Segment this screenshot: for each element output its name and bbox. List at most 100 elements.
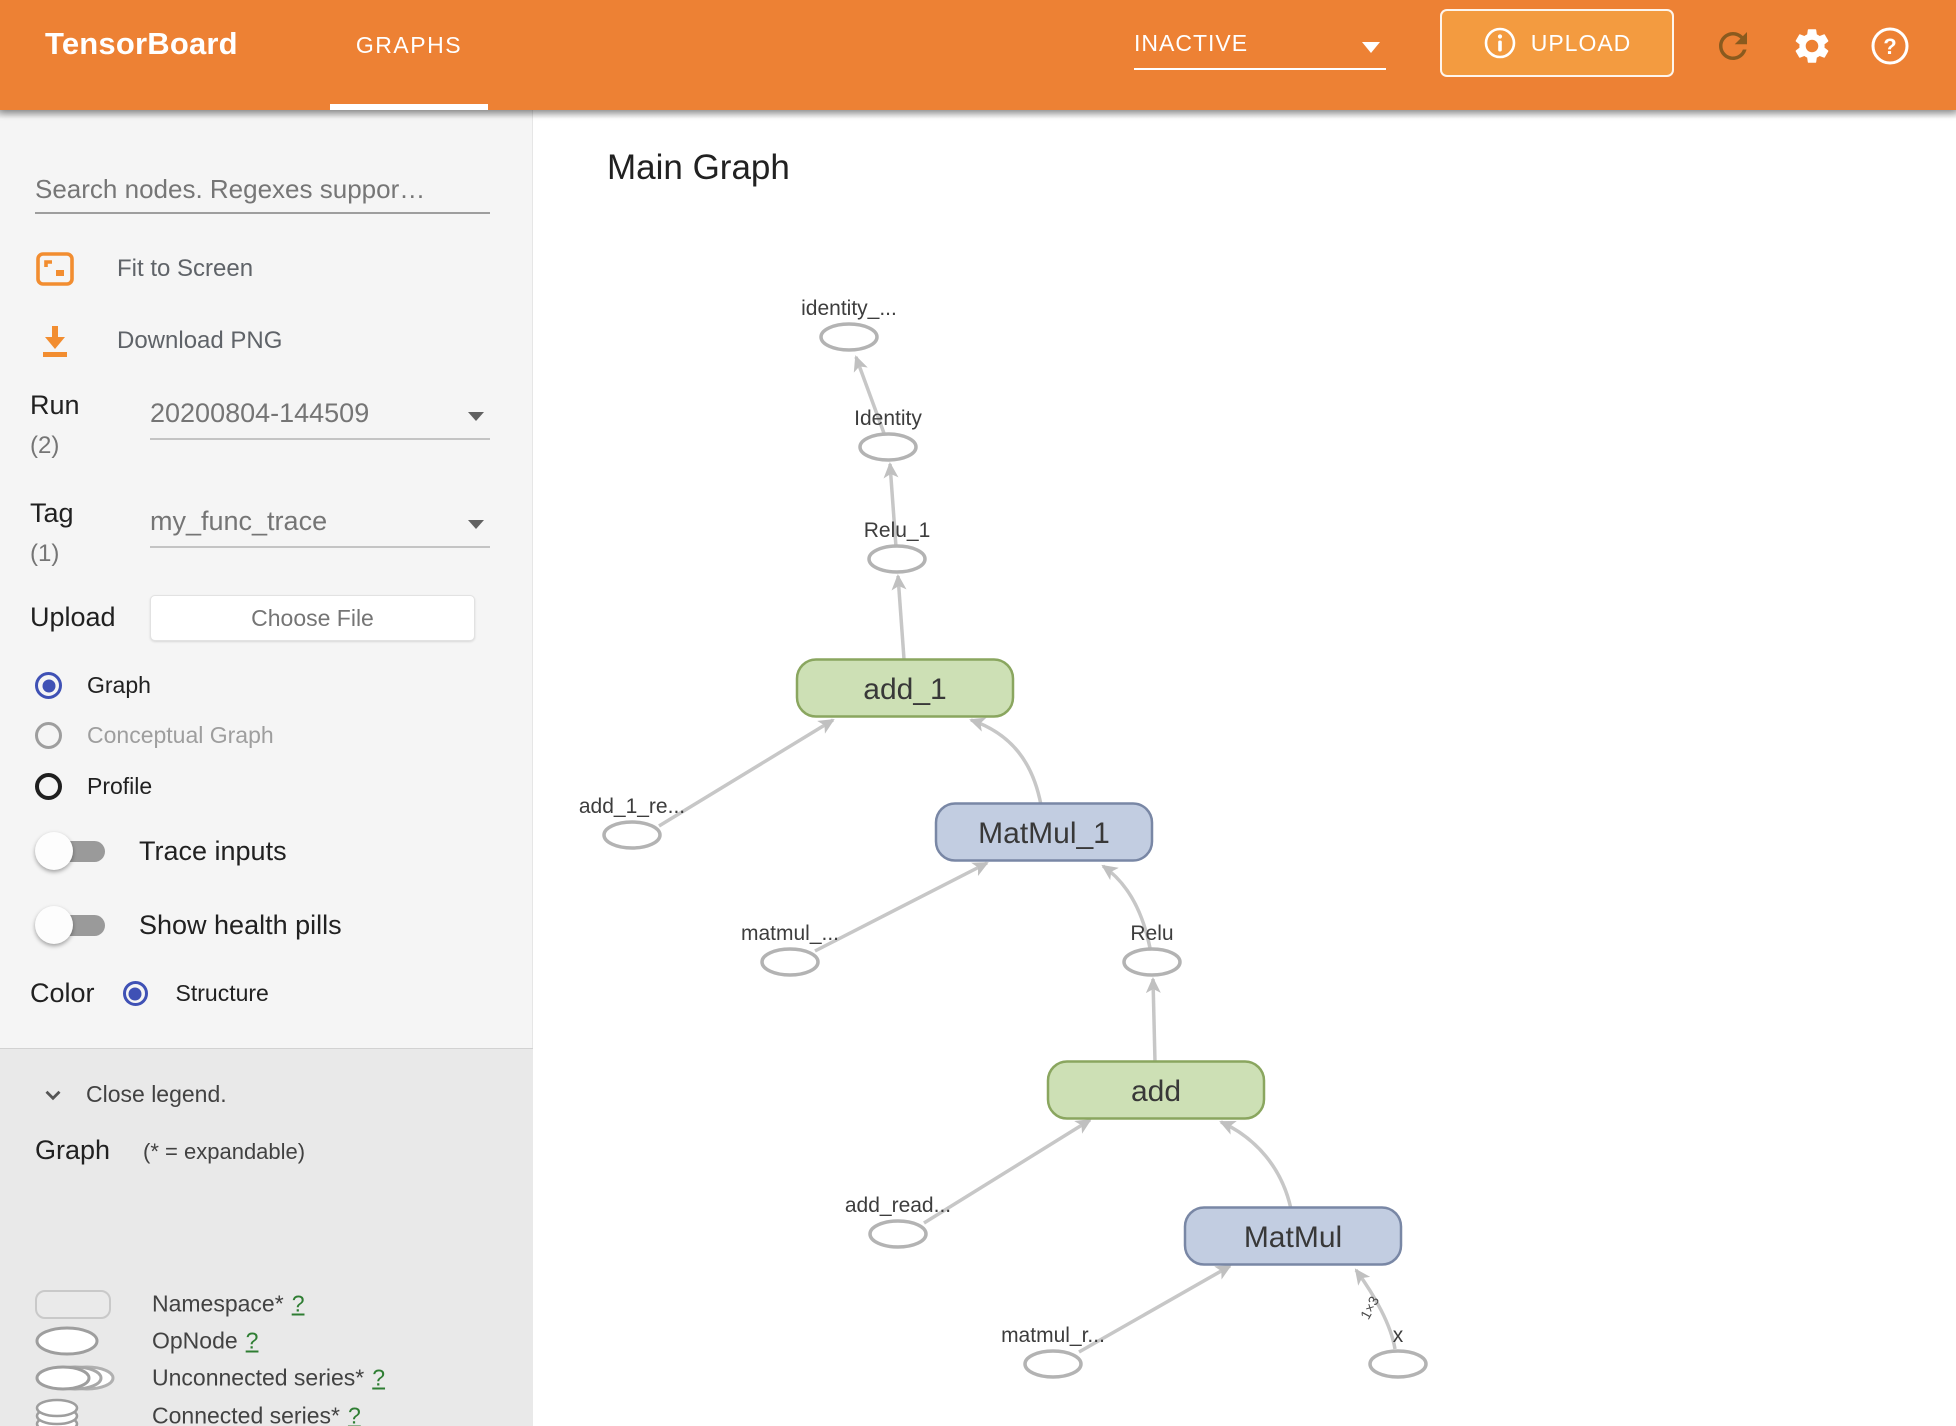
node-label: identity_...: [801, 297, 897, 320]
help-button[interactable]: ?: [1867, 24, 1913, 70]
run-count: (2): [30, 432, 60, 459]
tab-active-underline: [330, 104, 488, 110]
node-label: matmul_...: [741, 922, 839, 945]
node-label: add_1_re...: [579, 795, 685, 818]
trace-inputs-toggle[interactable]: Trace inputs: [35, 831, 287, 871]
blue-node-shape: [934, 802, 1154, 862]
graph-node-Relu_1[interactable]: Relu_1: [864, 519, 931, 574]
edge-shape-label: 1×3: [1357, 1293, 1382, 1322]
graph-node-x[interactable]: x: [1368, 1324, 1428, 1379]
edge-add-to-Relu: [1145, 977, 1161, 1063]
opnode-help-link[interactable]: ?: [245, 1327, 259, 1354]
graph-node-Relu[interactable]: Relu: [1122, 922, 1182, 977]
edge-Identity-to-identity_out: [853, 355, 887, 437]
color-label: Color: [30, 978, 95, 1008]
edge-MatMul_1-to-add_1: [969, 717, 1043, 806]
radio-conceptual-graph-label: Conceptual Graph: [87, 722, 274, 748]
opnode-ellipse: [602, 820, 662, 850]
run-value: 20200804-144509: [150, 398, 370, 428]
refresh-icon: [1719, 31, 1747, 60]
connected-series-help-link[interactable]: ?: [347, 1402, 361, 1426]
node-label: MatMul_1: [978, 817, 1110, 850]
toolbar: TensorBoard GRAPHS INACTIVE UPLOAD: [0, 0, 1956, 110]
trace-inputs-label: Trace inputs: [139, 835, 287, 866]
green-node-shape: [1046, 1060, 1266, 1120]
radio-structure[interactable]: [122, 981, 148, 1006]
show-health-pills-toggle[interactable]: Show health pills: [35, 905, 342, 945]
edge-x-to-MatMul: [1354, 1268, 1397, 1350]
gear-icon: [1795, 28, 1829, 63]
node-label: Identity: [854, 407, 922, 430]
sidebar: Fit to Screen Download PNG Run (2) 20200…: [0, 110, 533, 1426]
graph-node-MatMul_1[interactable]: MatMul_1: [934, 802, 1154, 862]
color-by-row: Color Structure: [30, 978, 269, 1009]
radio-unselected-icon: [35, 722, 62, 749]
graph-node-add_1[interactable]: add_1: [795, 658, 1015, 718]
legend-note: (* = expandable): [143, 1139, 306, 1164]
graph-node-add[interactable]: add: [1046, 1060, 1266, 1120]
opnode-ellipse: [867, 544, 927, 574]
node-label: add_read...: [845, 1194, 951, 1217]
fit-to-screen-button[interactable]: Fit to Screen: [35, 246, 495, 292]
choose-file-button[interactable]: Choose File: [150, 595, 475, 641]
graph-node-matmul_2[interactable]: matmul_...: [741, 922, 839, 977]
info-icon: [1484, 27, 1516, 59]
show-health-pills-label: Show health pills: [139, 909, 342, 940]
node-label: add_1: [863, 673, 946, 706]
data-status-select[interactable]: INACTIVE: [1134, 0, 1386, 110]
radio-graph[interactable]: Graph: [35, 672, 151, 699]
tab-graphs[interactable]: GRAPHS: [330, 0, 488, 110]
download-png-label: Download PNG: [117, 327, 283, 354]
graph-node-Identity[interactable]: Identity: [854, 407, 922, 462]
radio-profile[interactable]: Profile: [35, 773, 152, 800]
unconnected-series-help-link[interactable]: ?: [372, 1364, 386, 1391]
graph-node-MatMul[interactable]: MatMul: [1183, 1206, 1403, 1266]
close-legend-button[interactable]: Close legend.: [40, 1081, 227, 1108]
upload-label: Upload: [30, 602, 116, 632]
edges-layer: 1×3: [658, 355, 1397, 1354]
download-png-button[interactable]: Download PNG: [35, 318, 495, 364]
legend-title-row: Graph (* = expandable): [35, 1135, 305, 1166]
opnode-ellipse: [760, 947, 820, 977]
settings-button[interactable]: [1789, 24, 1835, 70]
legend-item-unconnected-series: Unconnected series*?: [0, 1359, 533, 1397]
chevron-down-icon: [468, 412, 484, 421]
node-label: Relu: [1130, 922, 1173, 945]
namespace-help-link[interactable]: ?: [291, 1290, 305, 1317]
opnode-ellipse: [819, 322, 879, 352]
radio-unselected-icon: [35, 773, 62, 800]
page-title: Main Graph: [607, 148, 790, 187]
run-select[interactable]: 20200804-144509: [150, 392, 490, 440]
tag-select[interactable]: my_func_trace: [150, 500, 490, 548]
run-label: Run: [30, 390, 80, 420]
opnode-ellipse: [1023, 1349, 1083, 1379]
node-label: x: [1393, 1324, 1404, 1347]
radio-conceptual-graph[interactable]: Conceptual Graph: [35, 722, 274, 749]
radio-profile-label: Profile: [87, 773, 153, 799]
download-icon: [43, 326, 67, 357]
edge-add_1-to-Relu_1: [891, 574, 907, 660]
chevron-down-icon: [468, 520, 484, 529]
tag-label: Tag: [30, 498, 74, 528]
radio-graph-label: Graph: [87, 672, 151, 698]
chevron-down-icon: [1362, 42, 1380, 53]
upload-button[interactable]: UPLOAD: [1440, 9, 1674, 77]
toggle-off-icon: [35, 905, 109, 945]
edge-matmul_r-to-MatMul: [1078, 1264, 1232, 1354]
search-input[interactable]: [35, 166, 490, 214]
legend-title: Graph: [35, 1135, 111, 1165]
graph-node-matmul_r[interactable]: matmul_r...: [1001, 1324, 1105, 1379]
edge-Relu-to-MatMul_1: [1101, 864, 1152, 949]
graph-node-add_1_re[interactable]: add_1_re...: [579, 795, 685, 850]
upload-button-label: UPLOAD: [1530, 29, 1632, 56]
opnode-ellipse: [868, 1219, 928, 1249]
status-value: INACTIVE: [1134, 30, 1249, 56]
graph-node-add_read[interactable]: add_read...: [845, 1194, 951, 1249]
refresh-button[interactable]: [1710, 24, 1756, 70]
graph-node-identity_out[interactable]: identity_...: [801, 297, 897, 352]
edge-add_read-to-add: [923, 1118, 1092, 1225]
fit-to-screen-label: Fit to Screen: [117, 255, 254, 282]
